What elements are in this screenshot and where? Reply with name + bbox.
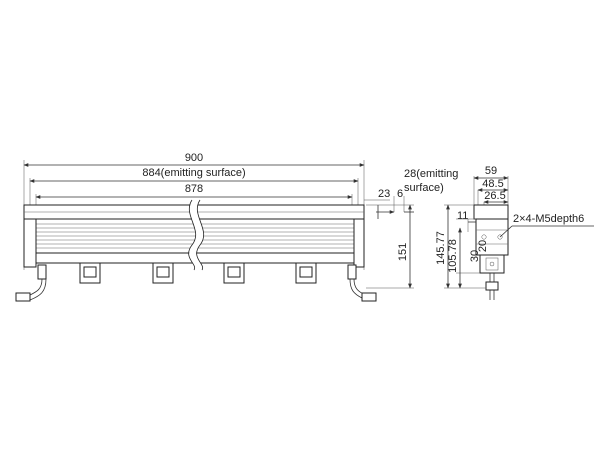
front-view: 900 884(emitting surface) 878 — [15, 152, 458, 302]
dim-28-label-line1: 28(emitting — [404, 168, 458, 180]
side-view: 59 48.5 26.5 11 145.77 105.78 — [435, 165, 594, 300]
dim-30-label: 30 — [469, 250, 481, 262]
dim-900-label: 900 — [185, 152, 203, 164]
dim-48-5-label: 48.5 — [482, 178, 503, 190]
dim-6-label: 6 — [397, 188, 403, 200]
dim-59-label: 59 — [485, 165, 497, 177]
side-bracket — [479, 254, 505, 274]
side-housing — [475, 218, 509, 256]
break-symbol — [189, 198, 204, 272]
right-cable — [347, 264, 377, 302]
mount-brackets — [79, 262, 317, 284]
dim-151-label: 151 — [397, 243, 409, 261]
dim-884-label: 884(emitting surface) — [142, 167, 245, 179]
dim-26-5-label: 26.5 — [484, 190, 505, 202]
left-cable — [15, 264, 47, 302]
mount-hole-label: 2×4-M5depth6 — [513, 213, 584, 225]
dim-105-78-label: 105.78 — [447, 239, 459, 273]
dim-28-label-line2: surface) — [404, 182, 444, 194]
left-end-cap — [23, 218, 37, 268]
side-emitter — [473, 204, 509, 220]
dim-145-77-label: 145.77 — [435, 231, 447, 265]
dim-878-label: 878 — [185, 183, 203, 195]
dim-20-label: 20 — [477, 240, 489, 252]
dim-11-label: 11 — [457, 210, 468, 222]
dim-23-label: 23 — [378, 188, 390, 200]
right-end-cap — [353, 218, 365, 268]
mount-hole-leader — [499, 225, 513, 238]
